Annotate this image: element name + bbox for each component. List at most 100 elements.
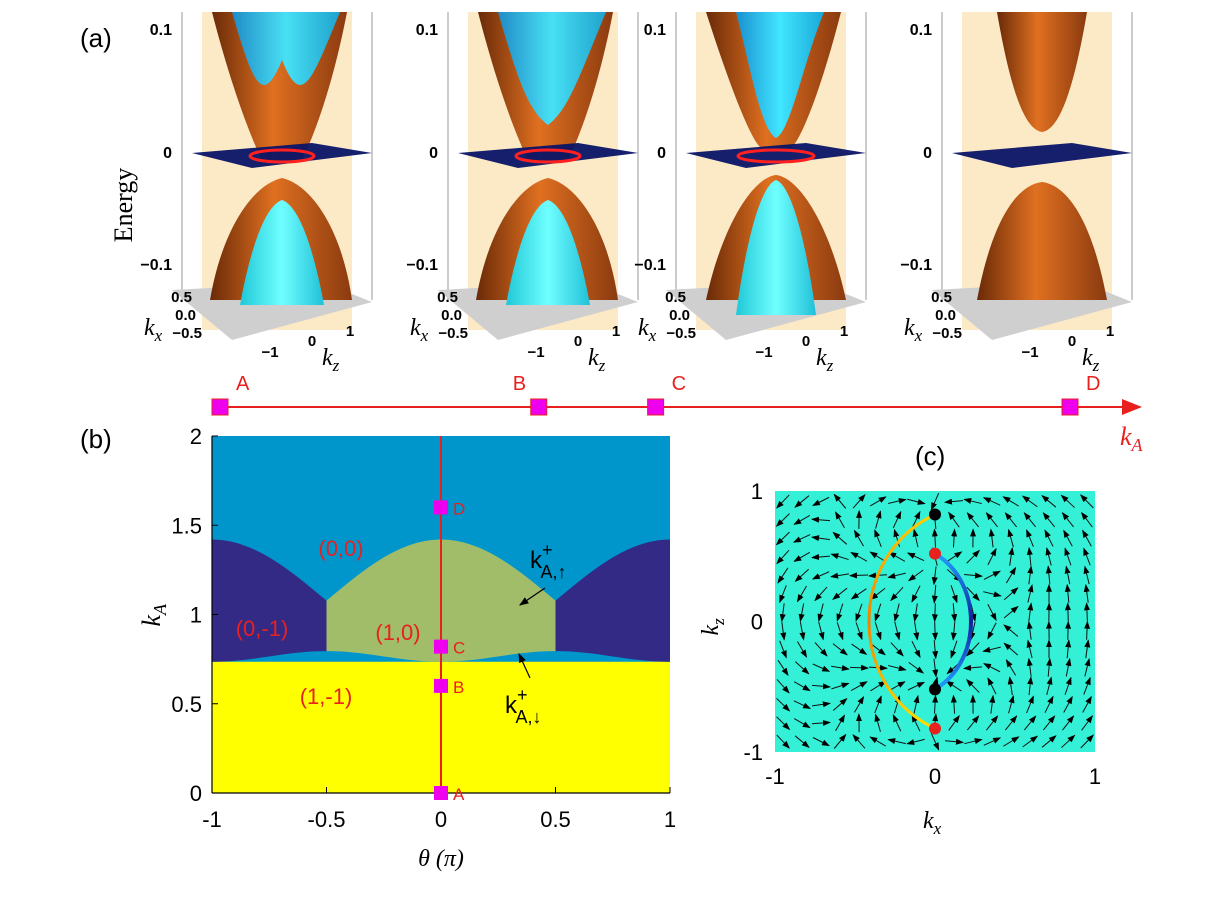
kz-tick: 0 [574,333,582,350]
field-arrow [890,586,904,602]
kz-tick: 1 [612,323,620,340]
kx-tick: 0.0 [441,307,462,324]
field-arrow [870,680,887,692]
field-arrow [1083,565,1090,585]
path-label-C: C [672,373,686,395]
field-arrow [930,733,940,751]
field-arrow [892,714,902,732]
lower-band-cyan [506,200,590,305]
field-arrow [988,528,995,548]
field-arrow [1060,494,1075,508]
field-arrow [832,587,848,601]
field-arrow [1022,735,1039,748]
field-arrow [1081,715,1093,731]
field-arrow [796,585,808,603]
field-arrow [794,568,809,583]
field-arrow [892,510,902,529]
field-arrow [799,621,806,641]
x-tick-label: -0.5 [308,807,346,832]
field-arrow [1044,529,1054,547]
field-arrow [946,551,963,563]
field-arrow [1003,642,1019,656]
kx-axis-label: kx [144,315,163,345]
field-arrow [818,621,825,641]
region-label: (0,-1) [236,616,289,641]
field-arrow [1064,676,1072,695]
y-axis-label: kA [137,603,170,627]
field-arrow [912,603,919,623]
field-arrow [779,585,787,604]
field-arrow [1026,529,1034,547]
lower-band-cyan [736,180,816,315]
field-arrow [849,572,869,579]
field-arrow [888,681,906,692]
fermi-ring [248,148,316,164]
field-arrow [874,529,882,547]
field-arrow [849,664,869,671]
field-arrow [831,682,850,690]
field-arrow [875,510,882,529]
field-arrow [832,643,848,656]
field-arrow [794,735,810,748]
kz-tick: 1 [840,323,848,340]
field-arrow [1026,546,1033,566]
field-arrow [982,646,1001,653]
energy-tick: 0.1 [416,22,438,39]
kx-tick: 0.5 [665,289,686,306]
field-arrow [1027,676,1034,696]
field-arrow [793,681,811,692]
energy-tick: 0.1 [644,22,666,39]
field-arrow [777,659,789,677]
field-arrow [1083,602,1090,622]
upper-band-orange [997,12,1087,132]
field-arrow [1026,639,1033,659]
black-point [929,683,941,696]
panel-a-label: (a) [80,23,112,53]
field-arrow [850,681,868,691]
field-arrow [931,566,938,586]
path-marker-C [647,398,665,416]
field-arrow [931,603,938,623]
energy-tick: 0 [657,145,666,162]
field-arrow [963,498,982,505]
kx-tick: 0.0 [175,307,196,324]
field-arrow [1084,639,1091,659]
field-arrow [948,714,960,731]
field-arrow [832,531,848,545]
phase-marker-label-C: C [453,639,465,658]
field-arrow [1082,695,1092,713]
energy-tick: −0.1 [140,257,172,274]
kx-tick: 0.5 [171,289,192,306]
field-arrow [966,549,981,564]
energy-tick: 0.1 [150,22,172,39]
black-point [929,508,941,521]
x-tick-label: 0 [435,807,447,832]
field-arrow [795,661,810,675]
field-arrow [950,585,958,604]
fermi-ring [514,148,582,164]
field-arrow [1027,602,1034,622]
field-arrow [811,683,831,690]
field-arrow [1065,639,1072,659]
field-arrow [817,603,824,622]
field-arrow [944,738,964,745]
kA-axis-label: kA [1120,422,1144,455]
field-arrow [1026,695,1034,714]
field-arrow [812,663,831,672]
field-arrow [1083,547,1091,566]
field-arrow [912,528,919,548]
zero-energy-plane [686,143,866,168]
field-arrow [888,665,907,672]
field-arrow [966,512,980,528]
field-arrow [906,552,925,562]
region-label: (1,-1) [300,684,353,709]
phase-marker-D [434,500,448,515]
energy-tick: −0.1 [634,257,666,274]
field-arrow [836,603,844,622]
field-arrow [874,695,882,714]
field-arrow [870,643,886,656]
phase-marker-C [434,639,448,654]
